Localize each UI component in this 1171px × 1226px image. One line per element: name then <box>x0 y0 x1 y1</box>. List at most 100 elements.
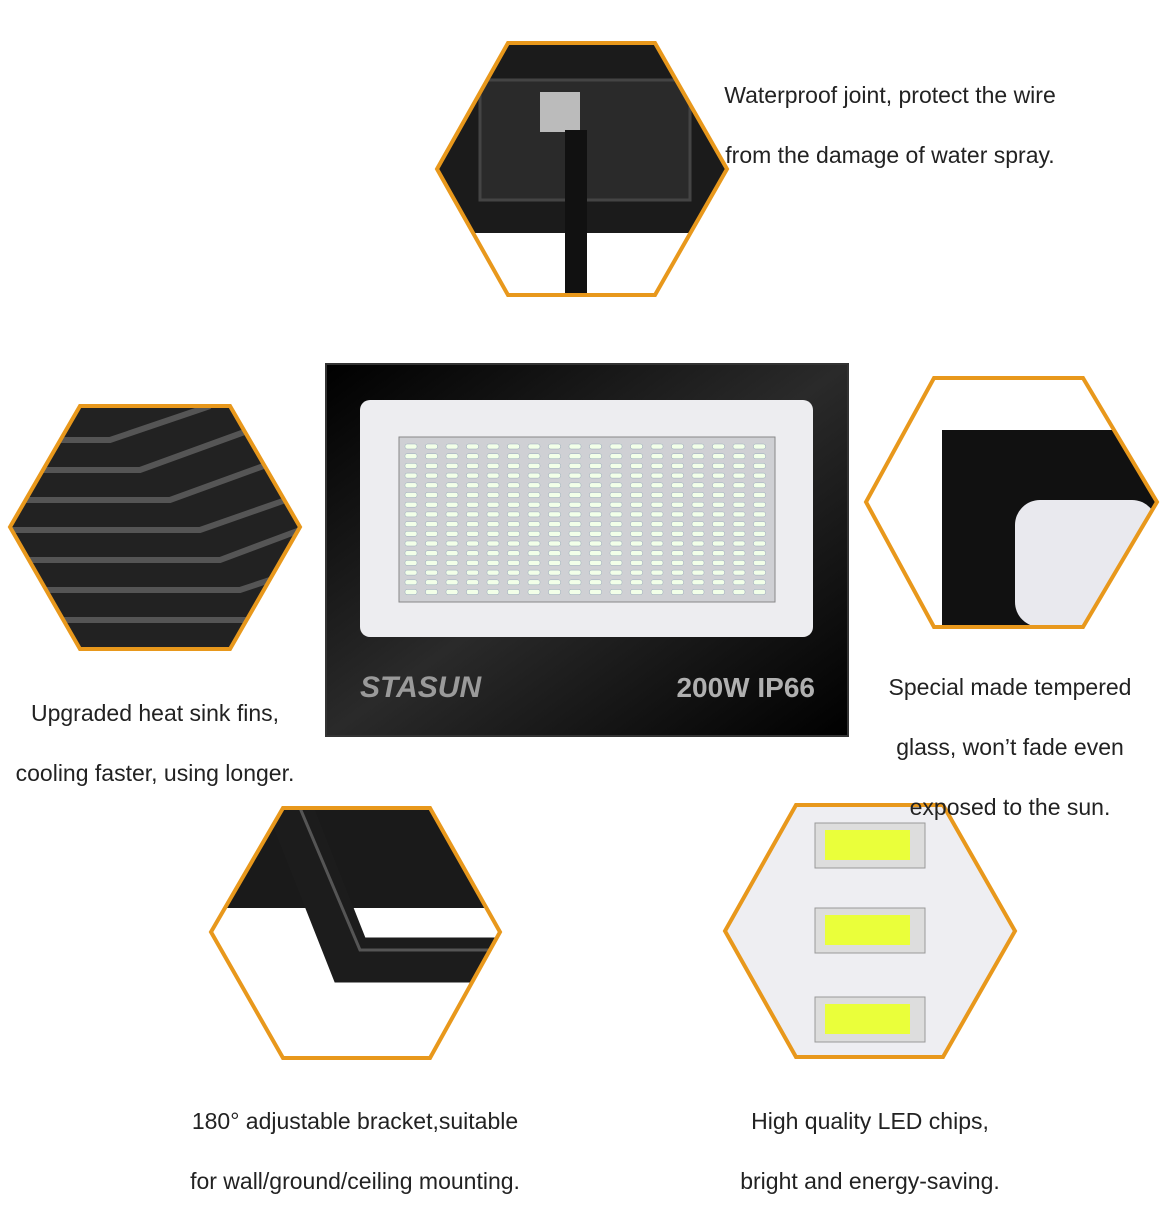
led <box>548 569 561 576</box>
led <box>425 492 438 498</box>
led <box>425 540 438 547</box>
led <box>630 501 643 508</box>
led <box>527 472 541 479</box>
led <box>527 540 541 547</box>
led <box>466 540 479 547</box>
led <box>650 501 664 508</box>
led <box>404 521 418 527</box>
led <box>589 540 602 547</box>
led <box>527 463 541 469</box>
led <box>425 501 438 508</box>
led <box>630 579 643 586</box>
led <box>712 453 725 459</box>
led <box>712 443 725 450</box>
led <box>732 560 746 566</box>
led <box>466 521 479 527</box>
led <box>589 472 602 479</box>
led <box>486 569 500 576</box>
led <box>425 521 438 527</box>
led <box>609 511 623 518</box>
led <box>486 589 500 595</box>
led <box>609 443 623 450</box>
led <box>691 550 705 556</box>
led <box>404 569 418 576</box>
led <box>671 511 684 518</box>
led <box>691 472 705 479</box>
product-illustration: STASUN 200W IP66 <box>7 41 1160 1060</box>
led <box>404 501 418 508</box>
led <box>609 540 623 547</box>
caption-line: High quality LED chips, <box>751 1108 989 1134</box>
led <box>507 550 520 556</box>
led <box>466 443 479 450</box>
caption-line: Special made tempered <box>888 674 1132 700</box>
led <box>732 569 746 576</box>
led <box>712 579 725 586</box>
led <box>445 569 459 576</box>
led <box>425 531 438 537</box>
led <box>630 463 643 469</box>
led <box>548 453 561 459</box>
led <box>404 531 418 537</box>
led <box>404 492 418 498</box>
led <box>404 540 418 547</box>
led <box>630 569 643 576</box>
led <box>732 540 746 547</box>
led <box>609 560 623 566</box>
led <box>425 569 438 576</box>
led <box>753 511 766 518</box>
led <box>732 492 746 498</box>
led <box>486 443 500 450</box>
led <box>568 453 582 459</box>
led <box>527 589 541 595</box>
led <box>630 472 643 479</box>
led <box>527 569 541 576</box>
led <box>609 501 623 508</box>
led <box>507 472 520 479</box>
led <box>425 579 438 586</box>
led <box>589 560 602 566</box>
led <box>691 492 705 498</box>
led <box>486 579 500 586</box>
led <box>753 540 766 547</box>
led <box>712 482 725 489</box>
led <box>609 550 623 556</box>
led <box>753 531 766 537</box>
led <box>671 560 684 566</box>
led <box>671 521 684 527</box>
led <box>425 443 438 450</box>
led <box>732 463 746 469</box>
led <box>466 531 479 537</box>
led <box>671 550 684 556</box>
led <box>589 531 602 537</box>
led <box>486 521 500 527</box>
led <box>445 501 459 508</box>
led <box>527 482 541 489</box>
led <box>568 560 582 566</box>
hexagon-led-chips <box>722 803 1018 1059</box>
led-chip <box>814 996 926 1043</box>
led <box>589 511 602 518</box>
led <box>568 579 582 586</box>
led <box>548 472 561 479</box>
led <box>568 589 582 595</box>
led <box>609 463 623 469</box>
led <box>589 569 602 576</box>
led <box>568 501 582 508</box>
led <box>650 531 664 537</box>
led <box>589 463 602 469</box>
led <box>568 521 582 527</box>
led <box>568 443 582 450</box>
led <box>404 482 418 489</box>
led <box>507 511 520 518</box>
led-array <box>404 443 766 595</box>
led <box>589 443 602 450</box>
caption-heat-sink: Upgraded heat sink fins, cooling faster,… <box>0 668 310 818</box>
led <box>548 501 561 508</box>
led <box>650 492 664 498</box>
led <box>404 443 418 450</box>
led <box>712 511 725 518</box>
led <box>568 492 582 498</box>
led <box>548 540 561 547</box>
led <box>671 453 684 459</box>
